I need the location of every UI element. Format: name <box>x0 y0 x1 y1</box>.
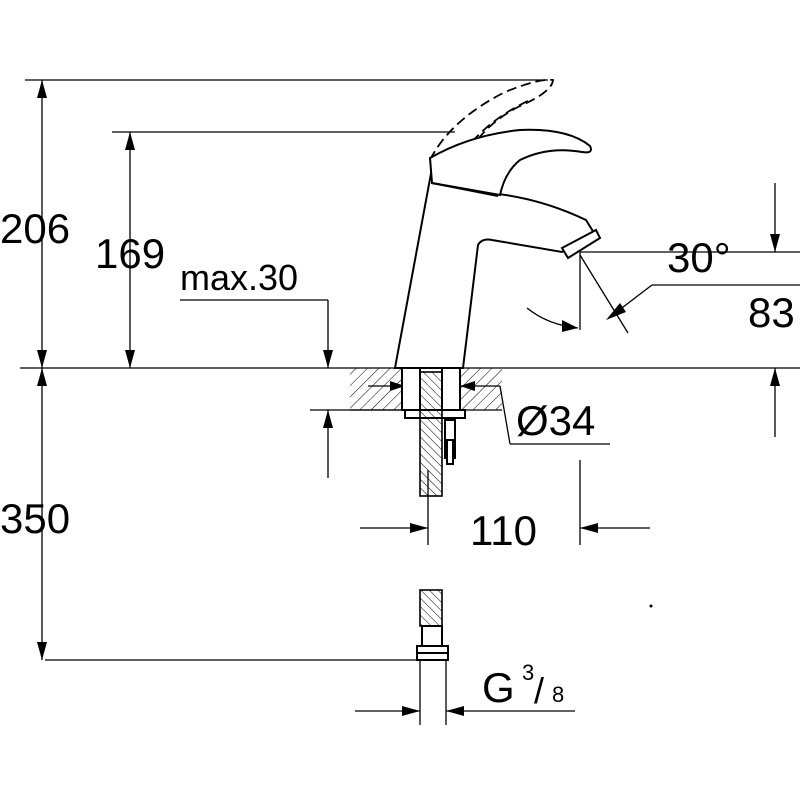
label-outlet-height: 83 <box>748 289 795 336</box>
stray-dot <box>649 604 653 608</box>
faucet-body <box>393 78 602 369</box>
dimension-hose-length: 350 <box>0 368 70 660</box>
label-thread-slash: / <box>534 670 544 711</box>
dimension-total-height: 206 <box>0 80 70 368</box>
dimension-spout-reach: 110 <box>360 507 650 554</box>
label-thread-denominator: 8 <box>552 682 564 707</box>
supply-hose-lower <box>416 589 449 680</box>
dimension-outlet-height: 83 <box>580 183 800 437</box>
label-total-height: 206 <box>0 205 70 252</box>
label-hose-length: 350 <box>0 495 70 542</box>
label-thread-numerator: 3 <box>522 660 534 685</box>
dimension-hole-diameter: Ø34 <box>368 381 610 445</box>
label-thread-prefix: G <box>482 664 515 711</box>
dimension-deck-thickness: max.30 <box>180 257 333 478</box>
dimension-spout-height: 169 <box>95 132 165 368</box>
label-spout-angle: 30° <box>667 234 731 281</box>
label-spout-reach: 110 <box>470 507 537 554</box>
label-spout-height: 169 <box>95 230 165 277</box>
supply-hose-upper <box>419 371 456 497</box>
label-hole-diameter: Ø34 <box>516 397 595 444</box>
label-deck-thickness: max.30 <box>180 257 298 298</box>
dimension-spout-angle: 30° <box>526 234 731 334</box>
dimension-thread: G 3 / 8 <box>355 660 575 716</box>
